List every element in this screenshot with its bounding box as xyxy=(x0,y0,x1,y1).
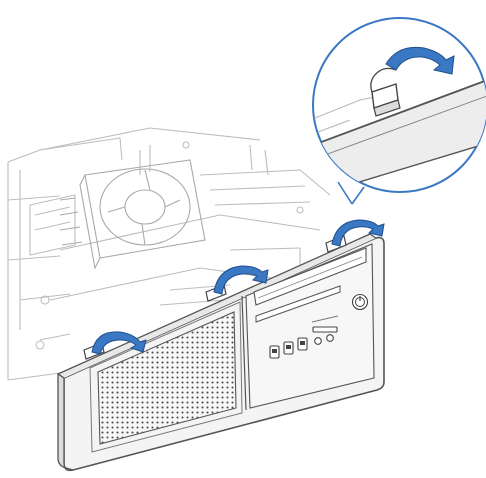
audio-jack-icon xyxy=(314,334,334,345)
power-button-icon xyxy=(351,293,369,311)
magnifier-callout xyxy=(312,17,486,205)
bezel-tab-icon xyxy=(370,67,401,117)
usb-port-icon xyxy=(297,337,308,351)
front-io-panel xyxy=(269,293,369,359)
usb-port-icon xyxy=(283,341,294,355)
optical-drive-slot xyxy=(253,247,367,306)
rotate-arrow-icon xyxy=(385,46,455,75)
card-reader-slot-icon xyxy=(312,326,338,333)
rotate-arrow-icon xyxy=(91,331,147,355)
cooling-fan-icon xyxy=(59,159,206,270)
bezel-mesh-grill xyxy=(97,311,237,445)
rotate-arrow-icon xyxy=(213,265,269,295)
front-bezel xyxy=(57,233,385,472)
usb-port-icon xyxy=(269,345,280,359)
rotate-arrow-icon xyxy=(331,219,385,247)
